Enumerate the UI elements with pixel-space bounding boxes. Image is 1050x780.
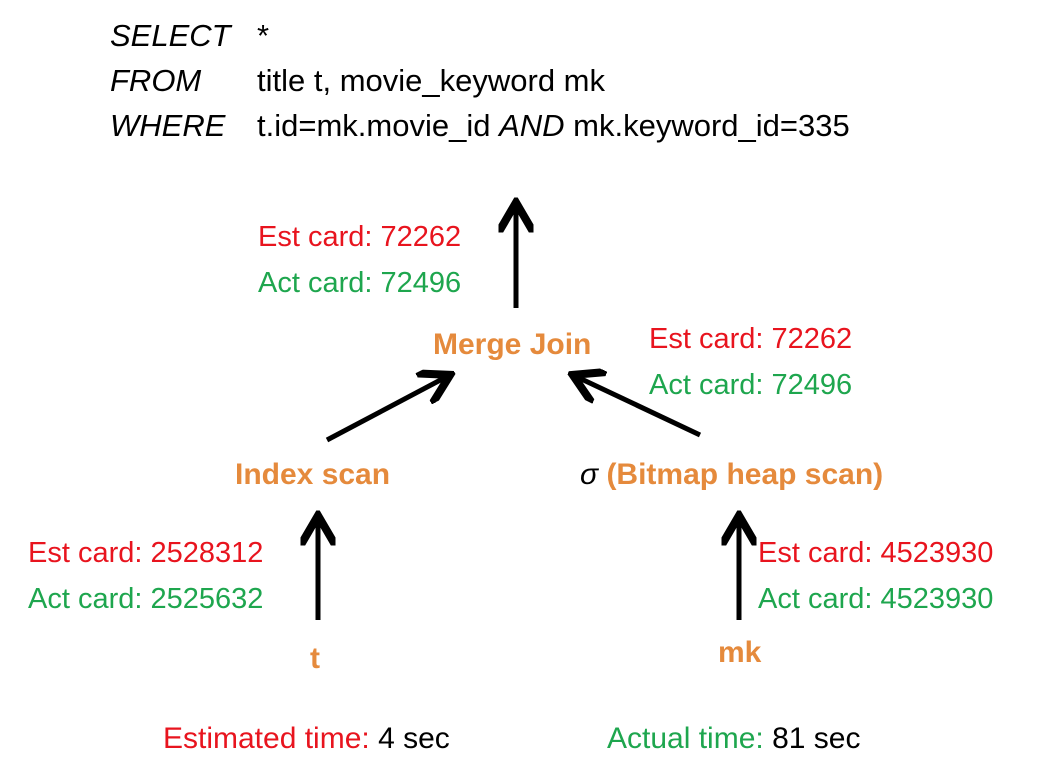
bitmap-scan-est-card: Est card: 4523930 xyxy=(758,537,994,569)
estimated-time: Estimated time: 4 sec xyxy=(163,724,450,754)
estimated-time-value: 4 sec xyxy=(378,722,450,755)
where-clause: t.id=mk.movie_id AND mk.keyword_id=335 xyxy=(257,110,850,141)
where-and-keyword: AND xyxy=(499,108,565,143)
table-t-node: t xyxy=(310,642,320,675)
bitmap-heap-scan-label: (Bitmap heap scan) xyxy=(606,458,884,491)
bitmap-scan-act-card: Act card: 4523930 xyxy=(758,583,994,615)
actual-time-value: 81 sec xyxy=(772,722,861,755)
actual-time-label: Actual time: xyxy=(607,722,764,755)
where-join-condition: t.id=mk.movie_id xyxy=(257,108,491,143)
merge-join-act-card: Act card: 72496 xyxy=(649,369,853,401)
estimated-time-label: Estimated time: xyxy=(163,722,370,755)
index-scan-act-card: Act card: 2525632 xyxy=(28,583,264,615)
from-value: title t, movie_keyword mk xyxy=(257,63,605,98)
actual-time: Actual time: 81 sec xyxy=(607,724,860,754)
selection-sigma: σ xyxy=(580,458,599,491)
select-value: * xyxy=(257,18,270,53)
select-keyword: SELECT xyxy=(110,18,231,53)
table-mk-node: mk xyxy=(718,636,762,669)
merge-join-est-card: Est card: 72262 xyxy=(649,323,853,355)
where-keyword: WHERE xyxy=(110,108,226,143)
root-est-card: Est card: 72262 xyxy=(258,221,462,253)
root-act-card: Act card: 72496 xyxy=(258,267,462,299)
index-scan-est-card: Est card: 2528312 xyxy=(28,537,264,569)
arrow-bitmap-to-merge xyxy=(575,376,702,438)
merge-join-node: Merge Join xyxy=(433,328,592,361)
where-filter-condition: mk.keyword_id=335 xyxy=(573,108,850,143)
from-keyword: FROM xyxy=(110,63,202,98)
bitmap-heap-scan-node: σ (Bitmap heap scan) xyxy=(580,460,883,490)
index-scan-node: Index scan xyxy=(235,458,391,491)
arrow-index-to-merge xyxy=(325,376,448,443)
